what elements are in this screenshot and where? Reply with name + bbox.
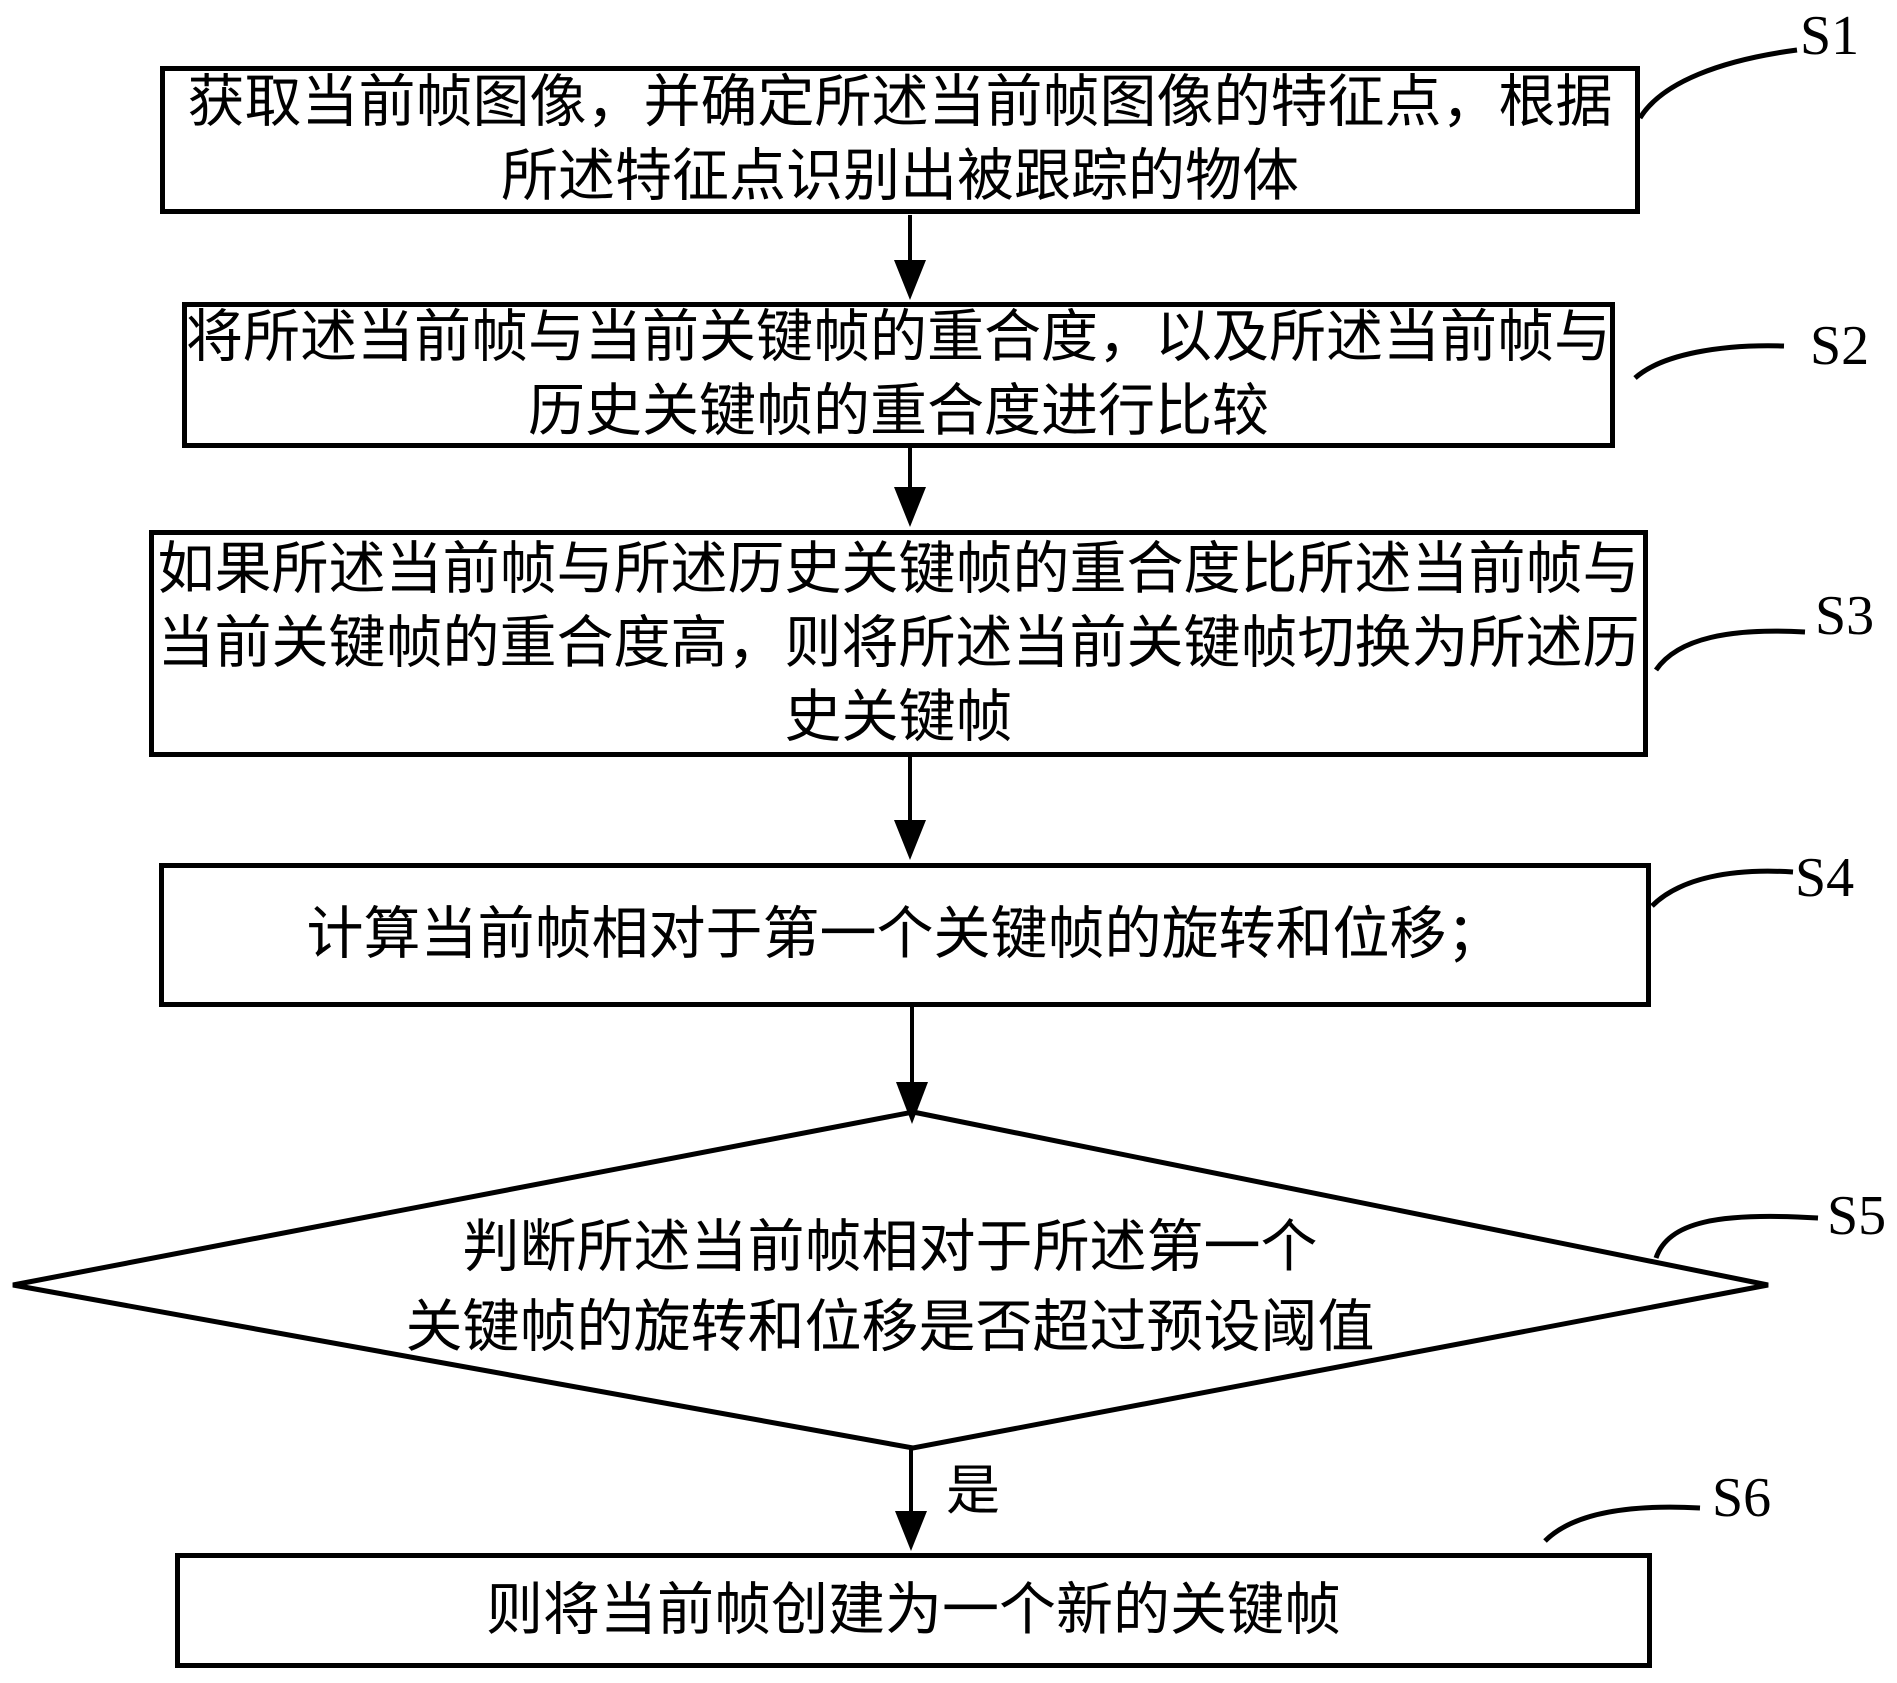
step-s3-text-line: 史关键帧 [784, 685, 1013, 749]
step-s5-text-line: 关键帧的旋转和位移是否超过预设阈值 [405, 1296, 1375, 1359]
step-s5-text: 判断所述当前帧相对于所述第一个 关键帧的旋转和位移是否超过预设阈值 [150, 1208, 1630, 1368]
step-s2-text-line: 历史关键帧的重合度进行比较 [528, 380, 1269, 443]
label-connector-s6 [1543, 1504, 1701, 1543]
step-s3-box: 如果所述当前帧与所述历史关键帧的重合度比所述当前帧与 当前关键帧的重合度高，则将… [149, 530, 1648, 757]
step-s1-box: 获取当前帧图像，并确定所述当前帧图像的特征点，根据 所述特征点识别出被跟踪的物体 [160, 66, 1640, 214]
arrow-s3-to-s4 [894, 757, 926, 860]
step-s2-box: 将所述当前帧与当前关键帧的重合度，以及所述当前帧与 历史关键帧的重合度进行比较 [182, 302, 1615, 448]
step-s1-text-line: 获取当前帧图像，并确定所述当前帧图像的特征点，根据 [187, 71, 1613, 134]
step-s4-box: 计算当前帧相对于第一个关键帧的旋转和位移； [159, 863, 1651, 1007]
yes-branch-label: 是 [946, 1461, 1000, 1521]
label-connector-s1 [1637, 47, 1798, 120]
step-label-s6: S6 [1712, 1467, 1772, 1529]
step-label-s3: S3 [1815, 585, 1875, 647]
step-s3-text-line: 如果所述当前帧与所述历史关键帧的重合度比所述当前帧与 [157, 537, 1640, 601]
step-label-s2: S2 [1810, 315, 1870, 377]
arrow-s2-to-s3 [894, 448, 926, 527]
arrow-s5-to-s6 [895, 1446, 927, 1551]
step-label-s1: S1 [1800, 5, 1860, 67]
label-connector-s4 [1650, 868, 1794, 908]
arrow-s4-to-s5 [896, 1007, 928, 1124]
step-s2-text-line: 将所述当前帧与当前关键帧的重合度，以及所述当前帧与 [186, 306, 1611, 369]
step-s1-text-line: 所述特征点识别出被跟踪的物体 [501, 145, 1299, 208]
label-connector-s2 [1633, 343, 1785, 380]
label-connector-s5 [1653, 1213, 1819, 1259]
step-label-s5: S5 [1827, 1185, 1887, 1247]
step-s4-text-line: 计算当前帧相对于第一个关键帧的旋转和位移； [306, 903, 1504, 966]
step-s3-text-line: 当前关键帧的重合度高，则将所述当前关键帧切换为所述历 [157, 611, 1640, 675]
label-connector-s3 [1653, 628, 1806, 672]
step-s6-text-line: 则将当前帧创建为一个新的关键帧 [486, 1578, 1341, 1642]
arrow-s1-to-s2 [894, 215, 926, 300]
step-label-s4: S4 [1795, 847, 1855, 909]
step-s6-box: 则将当前帧创建为一个新的关键帧 [175, 1553, 1652, 1668]
step-s5-text-line: 判断所述当前帧相对于所述第一个 [462, 1216, 1318, 1279]
